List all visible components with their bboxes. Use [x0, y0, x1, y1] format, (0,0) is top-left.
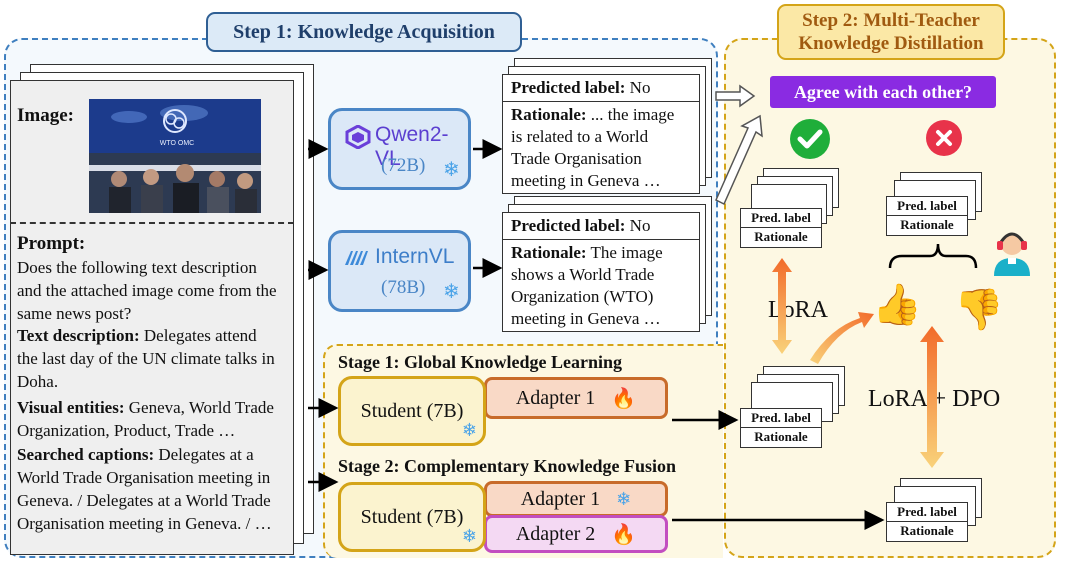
- stage1-adapter1-label: Adapter 1: [515, 386, 596, 409]
- curved-arrow: [810, 312, 874, 364]
- text-desc-line-3: Doha.: [17, 372, 59, 391]
- stage2-card-rationale: Rationale: [900, 523, 954, 538]
- qwen-name: Qwen2-VL: [375, 123, 449, 170]
- prompt-line-1: Does the following text description: [17, 258, 257, 277]
- output2-rationale: Rationale: The image shows a World Trade…: [503, 240, 699, 330]
- captions-line-1: Searched captions: Delegates at a: [17, 443, 254, 466]
- stage1-card-pred: Pred. label: [741, 409, 821, 428]
- stage2-card-pred: Pred. label: [887, 503, 967, 522]
- photo-caption: WTO OMC: [160, 140, 194, 147]
- snowflake-icon: ❄: [443, 281, 460, 303]
- output2-rationale-line-1: Rationale: The image: [511, 242, 699, 264]
- internvl-model-box: InternVL (78B) ❄: [328, 230, 471, 312]
- output2-rationale-line-3: Organization (WTO): [511, 287, 654, 306]
- output1-rationale-line-1: Rationale: ... the image: [511, 104, 699, 126]
- arrow-output1-agree: [715, 84, 756, 108]
- visual-label: Visual entities:: [17, 398, 125, 417]
- input-divider: [10, 222, 294, 224]
- disagree-card-rationale: Rationale: [900, 217, 954, 232]
- stage1-student-label: Student (7B): [360, 399, 464, 422]
- annotator-bracket: [888, 243, 978, 269]
- stage2-student-label: Student (7B): [360, 505, 464, 528]
- output1-rationale-text-1: ... the image: [586, 105, 675, 124]
- lora-dpo-arrow: [920, 326, 944, 468]
- annotator-icon: [994, 232, 1030, 276]
- thumbs-up-icon: 👍: [872, 282, 922, 327]
- news-photo-art: WTO OMC: [89, 99, 261, 213]
- stage1-adapter1: Adapter 1 🔥: [484, 377, 668, 419]
- image-label: Image:: [17, 105, 74, 126]
- visual-line-1: Visual entities: Geneva, World Trade: [17, 396, 274, 419]
- captions-line-3: Geneva. / Delegates at a World Trade: [17, 491, 271, 510]
- text-desc-label: Text description:: [17, 326, 140, 345]
- agree-question: Agree with each other?: [770, 76, 996, 108]
- snowflake-icon: ❄: [461, 526, 477, 546]
- stage2-adapter2: Adapter 2 🔥: [484, 515, 668, 553]
- prompt-line-3: same news post?: [17, 304, 132, 323]
- visual-value: Geneva, World Trade: [124, 398, 274, 417]
- stage2-student: Student (7B) ❄: [338, 482, 486, 552]
- captions-line-2: World Trade Organisation meeting in: [17, 468, 271, 487]
- check-icon: [790, 119, 830, 159]
- stage2-adapter1-label: Adapter 1: [520, 487, 601, 510]
- fire-icon: 🔥: [611, 523, 637, 546]
- output1-rationale-line-2: is related to a World: [511, 127, 649, 146]
- prompt-label: Prompt:: [17, 233, 86, 254]
- stage2-adapter2-label: Adapter 2: [515, 522, 596, 545]
- output1-pred-row: Predicted label: No: [503, 75, 699, 102]
- qwen-model-box: Qwen2-VL (72B) ❄: [328, 108, 471, 190]
- step1-title: Step 1: Knowledge Acquisition: [206, 12, 522, 52]
- qwen-logo: [345, 125, 371, 149]
- fire-icon: 🔥: [611, 387, 637, 410]
- output1-rationale: Rationale: ... the image is related to a…: [503, 102, 699, 192]
- snowflake-icon: ❄: [461, 420, 477, 440]
- disagree-card: Pred. label Rationale: [886, 196, 968, 236]
- output2-card: Predicted label: No Rationale: The image…: [502, 212, 700, 332]
- prompt-line-2: and the attached image come from the: [17, 281, 277, 300]
- captions-label: Searched captions:: [17, 445, 155, 464]
- output2-rationale-label: Rationale:: [511, 243, 587, 262]
- output1-rationale-label: Rationale:: [511, 105, 587, 124]
- agree-card: Pred. label Rationale: [740, 208, 822, 248]
- output1-rationale-line-4: meeting in Geneva …: [511, 171, 661, 190]
- stage1-student: Student (7B) ❄: [338, 376, 486, 446]
- output1-rationale-line-3: Trade Organisation: [511, 149, 642, 168]
- disagree-card-pred: Pred. label: [887, 197, 967, 216]
- cross-icon: [926, 120, 962, 156]
- output2-pred-value: No: [625, 216, 651, 235]
- output2-pred-label: Predicted label:: [511, 216, 626, 235]
- stage2-output-card: Pred. label Rationale: [886, 502, 968, 542]
- captions-line-4: Organisation meeting in Geneva. / …: [17, 514, 272, 533]
- arrow-output2-agree: [715, 114, 763, 206]
- output2-rationale-line-2: shows a World Trade: [511, 265, 655, 284]
- lora-arrow: [772, 258, 792, 354]
- output2-rationale-text-1: The image: [586, 243, 663, 262]
- output2-rationale-line-4: meeting in Geneva …: [511, 309, 661, 328]
- agree-card-rationale: Rationale: [754, 229, 808, 244]
- stage1-card-rationale: Rationale: [754, 429, 808, 444]
- qwen-size: (72B): [381, 155, 426, 176]
- agree-card-pred: Pred. label: [741, 209, 821, 228]
- output1-pred-value: No: [625, 78, 651, 97]
- output2-pred-row: Predicted label: No: [503, 213, 699, 240]
- snowflake-icon: ❄: [443, 159, 460, 181]
- snowflake-icon: ❄: [616, 488, 632, 509]
- stage1-output-card: Pred. label Rationale: [740, 408, 822, 448]
- internvl-logo: [345, 251, 368, 265]
- stage2-title: Stage 2: Complementary Knowledge Fusion: [338, 456, 676, 476]
- internvl-size: (78B): [381, 277, 426, 298]
- text-desc-line-1: Text description: Delegates attend: [17, 324, 257, 347]
- captions-value: Delegates at a: [154, 445, 254, 464]
- text-desc-value: Delegates attend: [139, 326, 257, 345]
- visual-line-2: Organization, Product, Trade …: [17, 421, 236, 440]
- news-photo: WTO OMC: [89, 99, 261, 213]
- output1-pred-label: Predicted label:: [511, 78, 626, 97]
- internvl-name: InternVL: [375, 245, 455, 268]
- text-desc-line-2: the last day of the UN climate talks in: [17, 349, 275, 368]
- output1-card: Predicted label: No Rationale: ... the i…: [502, 74, 700, 194]
- thumbs-down-icon: 👎: [954, 287, 1004, 332]
- stage1-title: Stage 1: Global Knowledge Learning: [338, 352, 623, 372]
